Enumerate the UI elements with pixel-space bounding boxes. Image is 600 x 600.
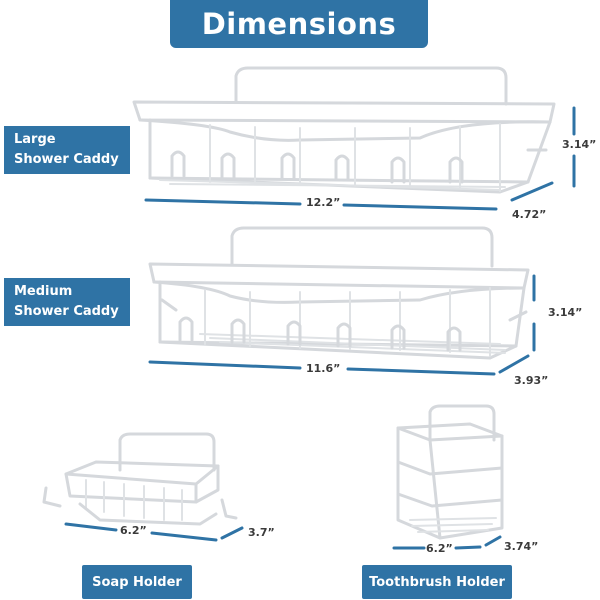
soap-holder-drawing	[42, 432, 238, 526]
medium-caddy-depth: 3.93”	[514, 374, 549, 387]
medium-caddy-label-line2: Shower Caddy	[14, 304, 119, 319]
medium-caddy-drawing	[148, 226, 530, 360]
soap-holder-depth: 3.7”	[248, 526, 275, 539]
toothbrush-holder-depth: 3.74”	[504, 540, 539, 553]
large-caddy-width: 12.2”	[306, 196, 341, 209]
medium-caddy-width: 11.6”	[306, 362, 341, 375]
large-caddy-height: 3.14”	[562, 138, 597, 151]
toothbrush-holder-drawing	[396, 404, 504, 540]
soap-holder-width: 6.2”	[120, 524, 147, 537]
medium-caddy-label: Medium Shower Caddy	[4, 278, 130, 326]
large-caddy-label-line2: Shower Caddy	[14, 152, 119, 167]
soap-holder-label: Soap Holder	[82, 565, 192, 599]
dimension-lines	[64, 106, 576, 550]
medium-caddy-height: 3.14”	[548, 306, 583, 319]
toothbrush-holder-width: 6.2”	[426, 542, 453, 555]
large-caddy-label: Large Shower Caddy	[4, 126, 130, 174]
large-caddy-label-line1: Large	[14, 132, 56, 147]
toothbrush-holder-label: Toothbrush Holder	[362, 565, 512, 599]
large-caddy-depth: 4.72”	[512, 208, 547, 221]
page-title: Dimensions	[170, 0, 428, 48]
medium-caddy-label-line1: Medium	[14, 284, 73, 299]
large-caddy-drawing	[132, 66, 556, 194]
